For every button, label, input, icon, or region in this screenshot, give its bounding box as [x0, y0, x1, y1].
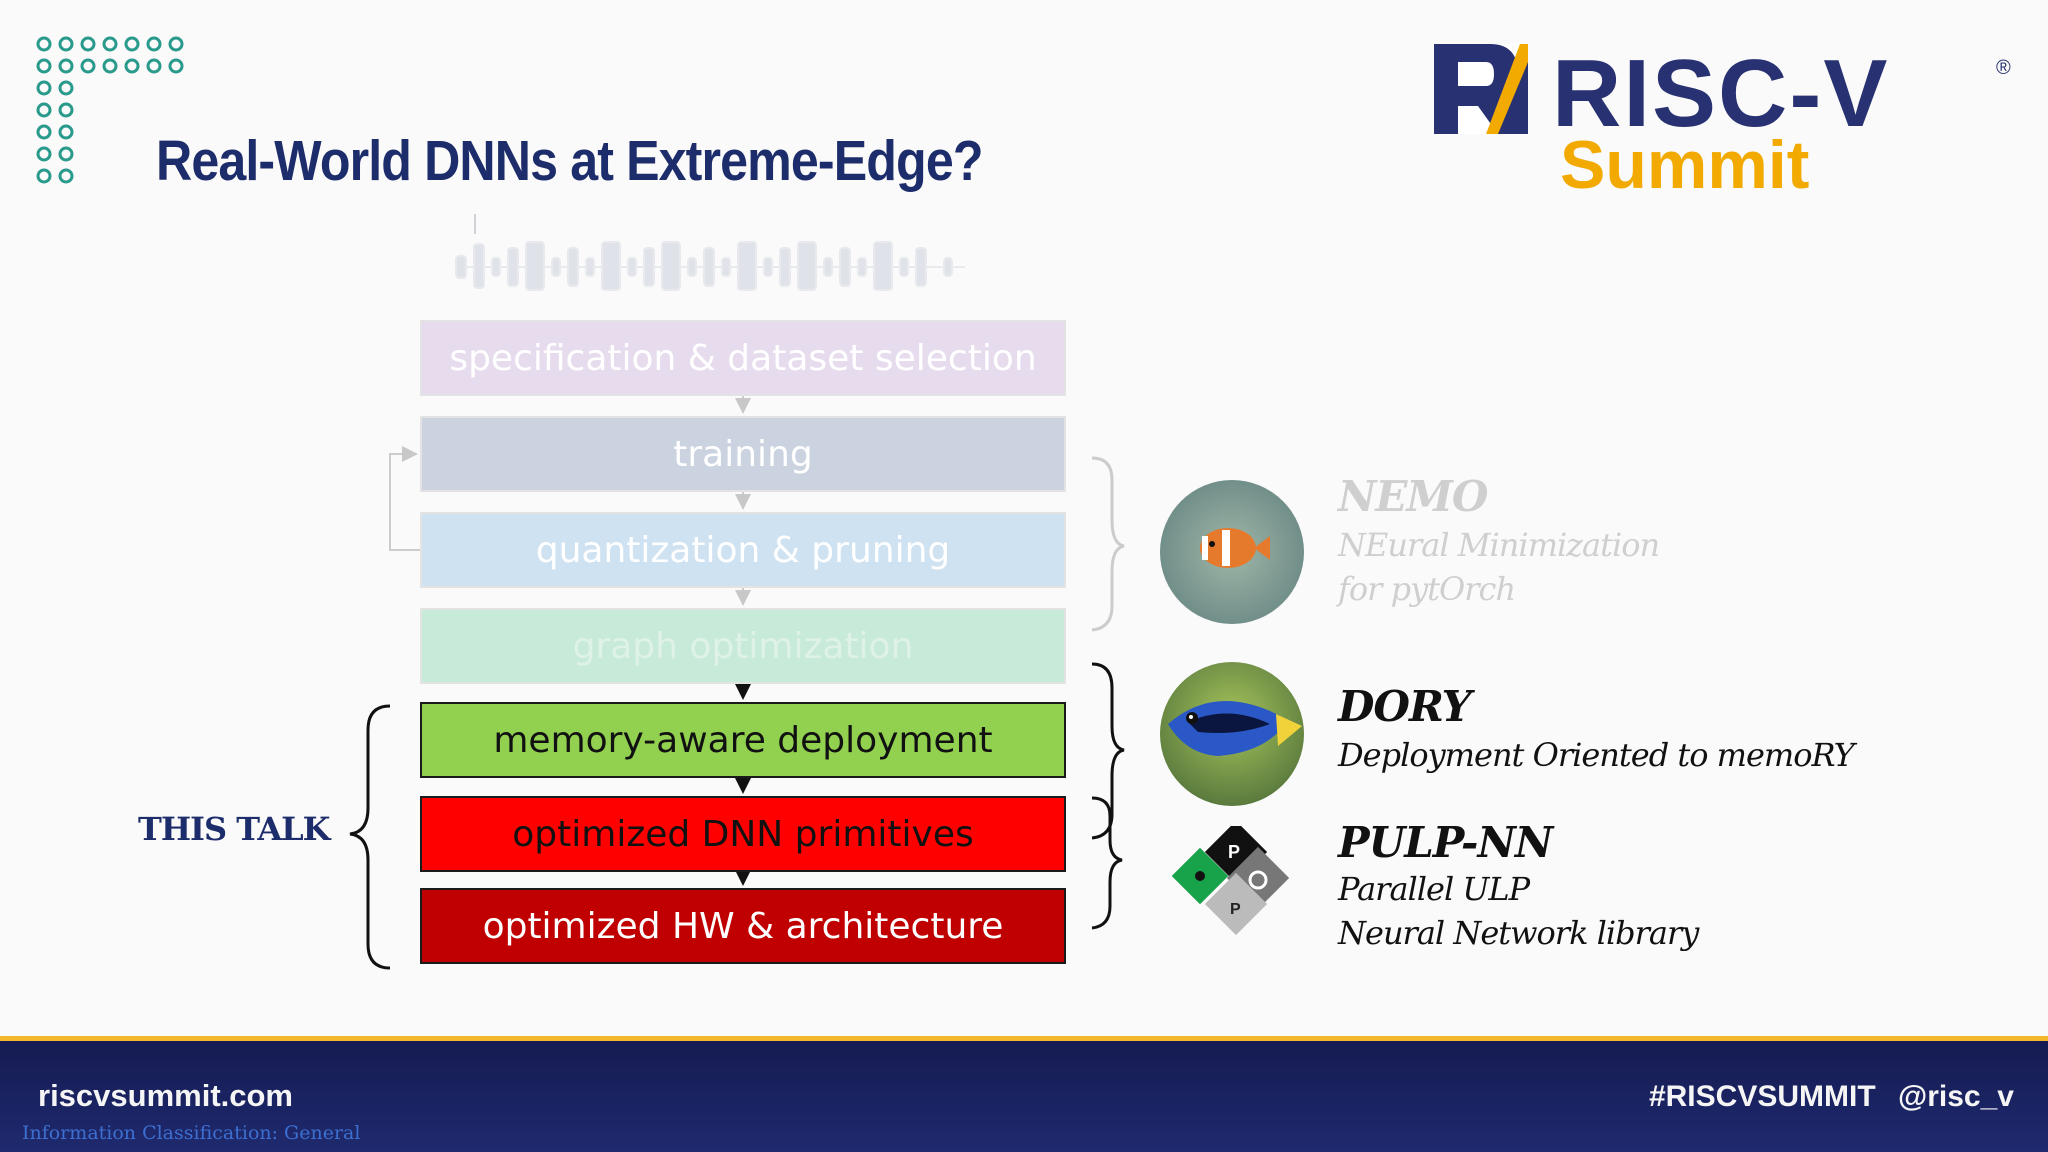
footer-url[interactable]: riscvsummit.com	[38, 1078, 293, 1113]
pulp-puzzle-icon: P P	[1171, 826, 1290, 936]
network-diagram-icon	[455, 214, 965, 291]
dot	[102, 36, 118, 52]
footer-social: #RISCVSUMMIT @risc_v	[1649, 1080, 2014, 1114]
pulp-nn-name: PULP-NN	[1338, 818, 1553, 867]
dot	[146, 58, 162, 74]
dot	[168, 58, 184, 74]
dot	[58, 102, 74, 118]
risc-v-emblem-icon	[1434, 44, 1528, 134]
dot	[80, 36, 96, 52]
dory-brace	[1091, 662, 1125, 840]
dot	[146, 36, 162, 52]
logo-registered-mark: ®	[1996, 57, 2011, 79]
logo-main-text: RISC-V	[1552, 40, 1889, 147]
pipeline-step-label: specification & dataset selection	[449, 337, 1037, 379]
dot	[168, 36, 184, 52]
nemo-line2: for pytOrch	[1338, 570, 1516, 608]
dot	[36, 102, 52, 118]
dot	[58, 80, 74, 96]
dot	[36, 58, 52, 74]
dot	[124, 58, 140, 74]
dot-grid-logo	[36, 36, 184, 184]
pipeline-step-label: training	[673, 433, 813, 475]
dot	[58, 124, 74, 140]
pulp-nn-line2: Neural Network library	[1338, 914, 1699, 952]
dot	[36, 124, 52, 140]
nemo-brace	[1091, 456, 1125, 632]
this-talk-brace	[349, 704, 391, 970]
pipeline-step-label: quantization & pruning	[535, 529, 951, 571]
dot	[36, 80, 52, 96]
dot	[58, 146, 74, 162]
pipeline-step-training: training	[420, 416, 1066, 492]
svg-text:P: P	[1228, 842, 1240, 862]
footer-bar	[0, 1036, 2048, 1152]
pipeline-step-memory-deployment: memory-aware deployment	[420, 702, 1066, 778]
pipeline-step-dnn-primitives: optimized DNN primitives	[420, 796, 1066, 872]
pipeline-step-specification: specification & dataset selection	[420, 320, 1066, 396]
nemo-name: NEMO	[1338, 472, 1488, 521]
footer-handle: @risc_v	[1897, 1080, 2014, 1113]
pipeline-step-label: optimized HW & architecture	[482, 905, 1004, 947]
pipeline-step-label: memory-aware deployment	[493, 719, 993, 761]
footer-hashtag: #RISCVSUMMIT	[1648, 1080, 1876, 1113]
logo-sub-text: Summit	[1560, 127, 1809, 203]
dory-name: DORY	[1338, 682, 1472, 731]
pipeline-step-graph-optimization: graph optimization	[420, 608, 1066, 684]
svg-text:P: P	[1230, 901, 1241, 918]
dot	[102, 58, 118, 74]
pipeline-step-hw-architecture: optimized HW & architecture	[420, 888, 1066, 964]
pipeline-step-label: graph optimization	[572, 625, 914, 667]
pipeline-step-label: optimized DNN primitives	[512, 813, 974, 855]
nemo-line1: NEural Minimization	[1338, 526, 1660, 564]
dot	[58, 168, 74, 184]
dot	[36, 36, 52, 52]
dot	[58, 36, 74, 52]
dot	[36, 146, 52, 162]
risc-v-summit-logo: RISC-V ® Summit	[1434, 40, 2011, 203]
dory-line1: Deployment Oriented to memoRY	[1338, 736, 1855, 774]
pulp-nn-brace	[1091, 796, 1123, 930]
clownfish-icon	[1160, 480, 1304, 624]
pulp-nn-line1: Parallel ULP	[1338, 870, 1530, 908]
this-talk-label: THIS TALK	[138, 810, 330, 848]
dot	[36, 168, 52, 184]
slide-title: Real-World DNNs at Extreme-Edge?	[156, 129, 983, 193]
blue-tang-fish-icon	[1160, 662, 1304, 806]
footer-classification: Information Classification: General	[22, 1122, 361, 1144]
dot	[80, 58, 96, 74]
pipeline-step-quantization: quantization & pruning	[420, 512, 1066, 588]
dot	[58, 58, 74, 74]
dot	[124, 36, 140, 52]
